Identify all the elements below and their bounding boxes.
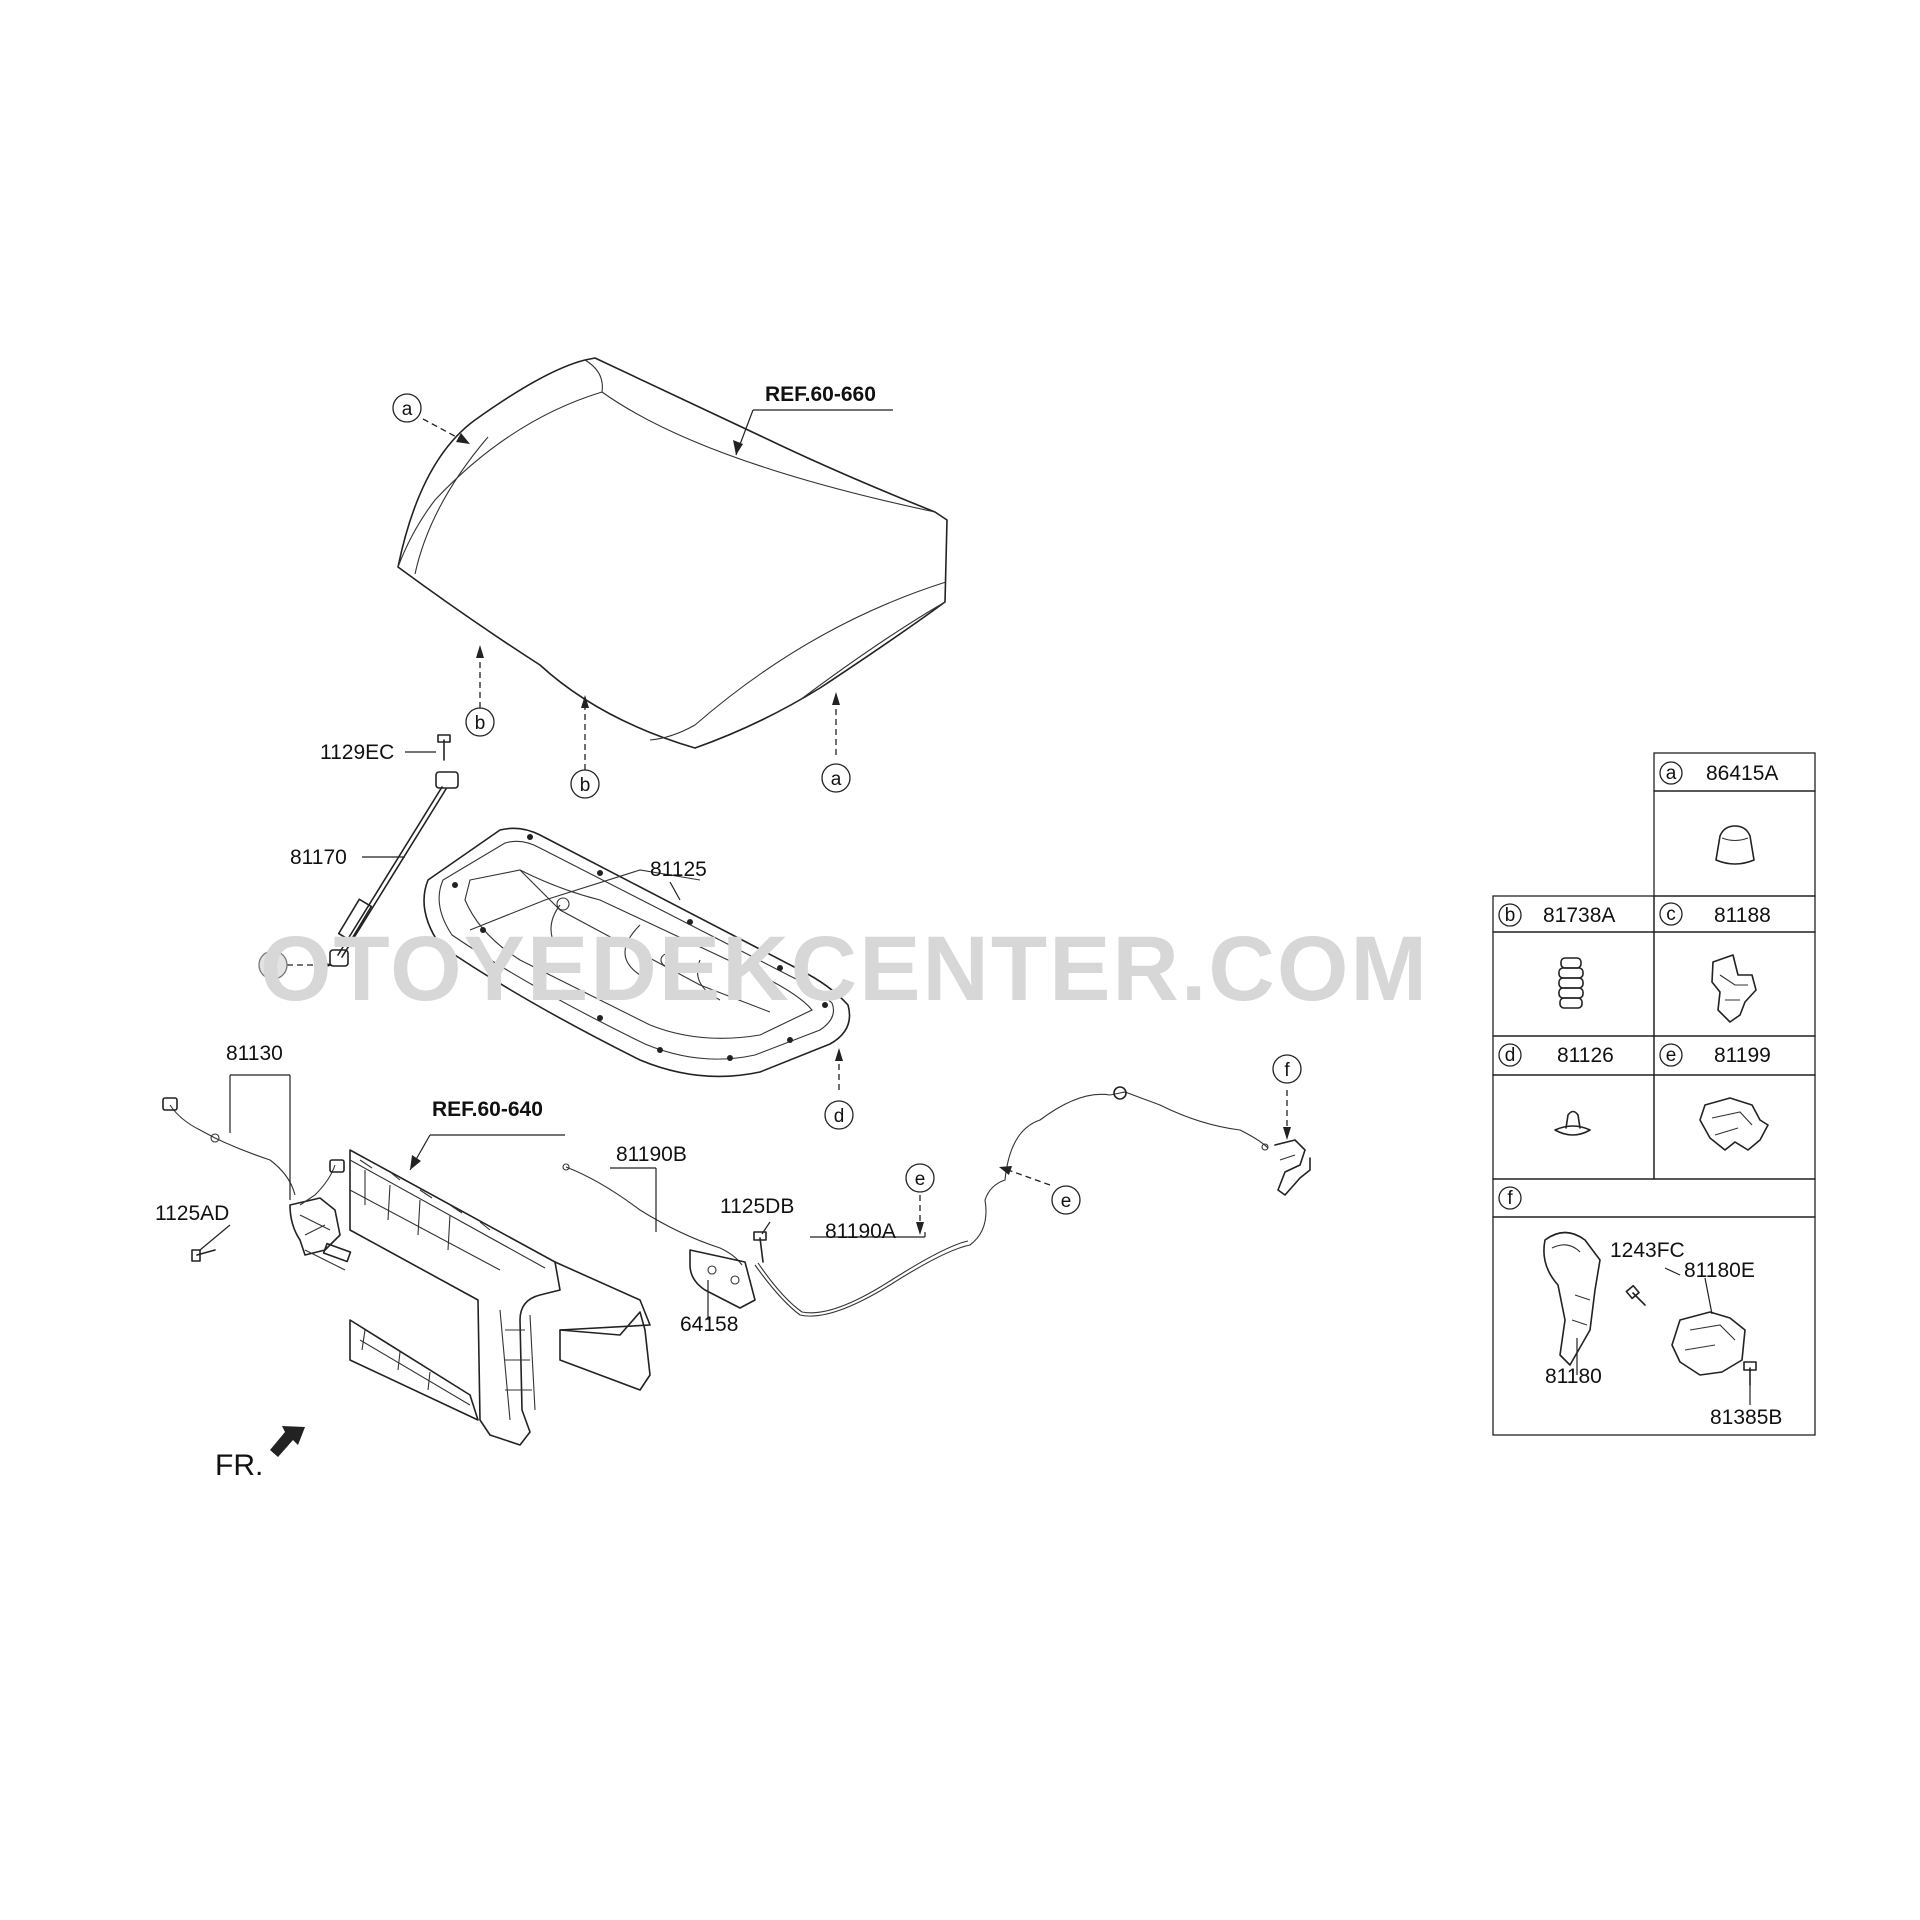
svg-text:a: a bbox=[831, 769, 842, 790]
svg-text:b: b bbox=[475, 713, 486, 734]
svg-text:86415A: 86415A bbox=[1706, 762, 1778, 785]
hinge-clip-icon bbox=[1699, 1097, 1769, 1151]
legend-item-b: b 81738A bbox=[1498, 903, 1615, 1009]
legend-table bbox=[1492, 752, 1816, 1436]
svg-text:81199: 81199 bbox=[1714, 1044, 1771, 1067]
svg-text:d: d bbox=[834, 1106, 845, 1127]
hood-ref-label: REF.60-660 bbox=[765, 383, 876, 406]
svg-text:e: e bbox=[1666, 1045, 1677, 1066]
front-arrow-icon bbox=[270, 1426, 305, 1457]
svg-text:f: f bbox=[1507, 1188, 1513, 1209]
circle-ref-b-left: b bbox=[465, 707, 495, 737]
svg-text:81188: 81188 bbox=[1714, 904, 1771, 927]
radiator-support bbox=[349, 1149, 651, 1446]
release-cable-81190A bbox=[754, 1086, 1269, 1317]
legend-item-f: f 1243FC 81180E 81180 81385B bbox=[1498, 1186, 1782, 1429]
lever-bracket-icon bbox=[1671, 1311, 1746, 1376]
svg-text:1243FC: 1243FC bbox=[1610, 1239, 1685, 1262]
release-cable-81190B bbox=[562, 1163, 743, 1266]
svg-text:FR.: FR. bbox=[215, 1449, 263, 1482]
leader-lines bbox=[199, 409, 926, 1320]
hood-insulator-pad bbox=[423, 827, 851, 1078]
circle-ref-f: f bbox=[1272, 1054, 1302, 1084]
svg-text:b: b bbox=[580, 775, 591, 796]
hood-lift-strut bbox=[329, 771, 459, 967]
legend-item-a: a 86415A bbox=[1659, 761, 1778, 865]
svg-text:81738A: 81738A bbox=[1543, 904, 1615, 927]
svg-text:b: b bbox=[1505, 905, 1516, 926]
svg-text:81385B: 81385B bbox=[1710, 1406, 1782, 1429]
circle-ref-e-left: e bbox=[905, 1163, 935, 1193]
circle-ref-b-center: b bbox=[570, 769, 600, 799]
svg-text:81126: 81126 bbox=[1557, 1044, 1614, 1067]
nut-81385B-icon bbox=[1743, 1361, 1757, 1371]
clip-icon bbox=[1711, 954, 1757, 1023]
release-handle-f bbox=[1274, 1139, 1311, 1196]
svg-text:81180E: 81180E bbox=[1684, 1259, 1755, 1282]
circle-ref-c: c bbox=[258, 950, 288, 980]
push-pin-icon bbox=[1554, 1125, 1591, 1136]
label-81190A: 81190A bbox=[825, 1220, 896, 1243]
circle-ref-a-top: a bbox=[392, 393, 422, 423]
bolt-1125DB bbox=[753, 1231, 767, 1263]
label-81130: 81130 bbox=[226, 1042, 283, 1065]
svg-text:e: e bbox=[1061, 1191, 1072, 1212]
label-1129EC: 1129EC bbox=[320, 741, 394, 764]
svg-text:d: d bbox=[1505, 1045, 1516, 1066]
circle-ref-e-right: e bbox=[1051, 1185, 1081, 1215]
release-handle-icon bbox=[1543, 1231, 1601, 1366]
svg-text:c: c bbox=[1666, 904, 1676, 925]
bumper-icon bbox=[1715, 825, 1755, 865]
svg-text:e: e bbox=[915, 1169, 926, 1190]
svg-text:f: f bbox=[1284, 1060, 1290, 1081]
front-direction-indicator: FR. bbox=[215, 1426, 305, 1482]
bolt-1125AD bbox=[191, 1249, 216, 1262]
bolt-1129EC bbox=[437, 734, 451, 761]
label-81170: 81170 bbox=[290, 846, 347, 869]
bracket-64158 bbox=[689, 1249, 756, 1309]
circle-ref-d: d bbox=[824, 1100, 854, 1130]
label-81190B: 81190B bbox=[616, 1143, 687, 1166]
legend-item-d: d 81126 bbox=[1498, 1043, 1614, 1136]
label-64158: 64158 bbox=[680, 1313, 738, 1336]
circle-ref-a-right: a bbox=[821, 763, 851, 793]
svg-text:81180: 81180 bbox=[1545, 1365, 1602, 1388]
label-81125: 81125 bbox=[650, 858, 707, 881]
legend-item-e: e 81199 bbox=[1659, 1043, 1771, 1151]
svg-text:a: a bbox=[402, 399, 413, 420]
svg-text:c: c bbox=[268, 956, 278, 977]
hood-panel bbox=[397, 357, 948, 749]
hood-latch-assembly bbox=[162, 1097, 352, 1271]
label-1125AD: 1125AD bbox=[155, 1202, 229, 1225]
svg-text:a: a bbox=[1666, 763, 1677, 784]
watermark: OTOYEDEKCENTER.COM bbox=[260, 918, 1429, 1020]
label-1125DB: 1125DB bbox=[720, 1195, 794, 1218]
stopper-icon bbox=[1558, 957, 1584, 1009]
bolt-1243FC-icon bbox=[1632, 1292, 1646, 1306]
legend-item-c: c 81188 bbox=[1659, 902, 1771, 1023]
radiator-support-ref-label: REF.60-640 bbox=[432, 1098, 543, 1121]
reference-arrows bbox=[287, 418, 1291, 1235]
